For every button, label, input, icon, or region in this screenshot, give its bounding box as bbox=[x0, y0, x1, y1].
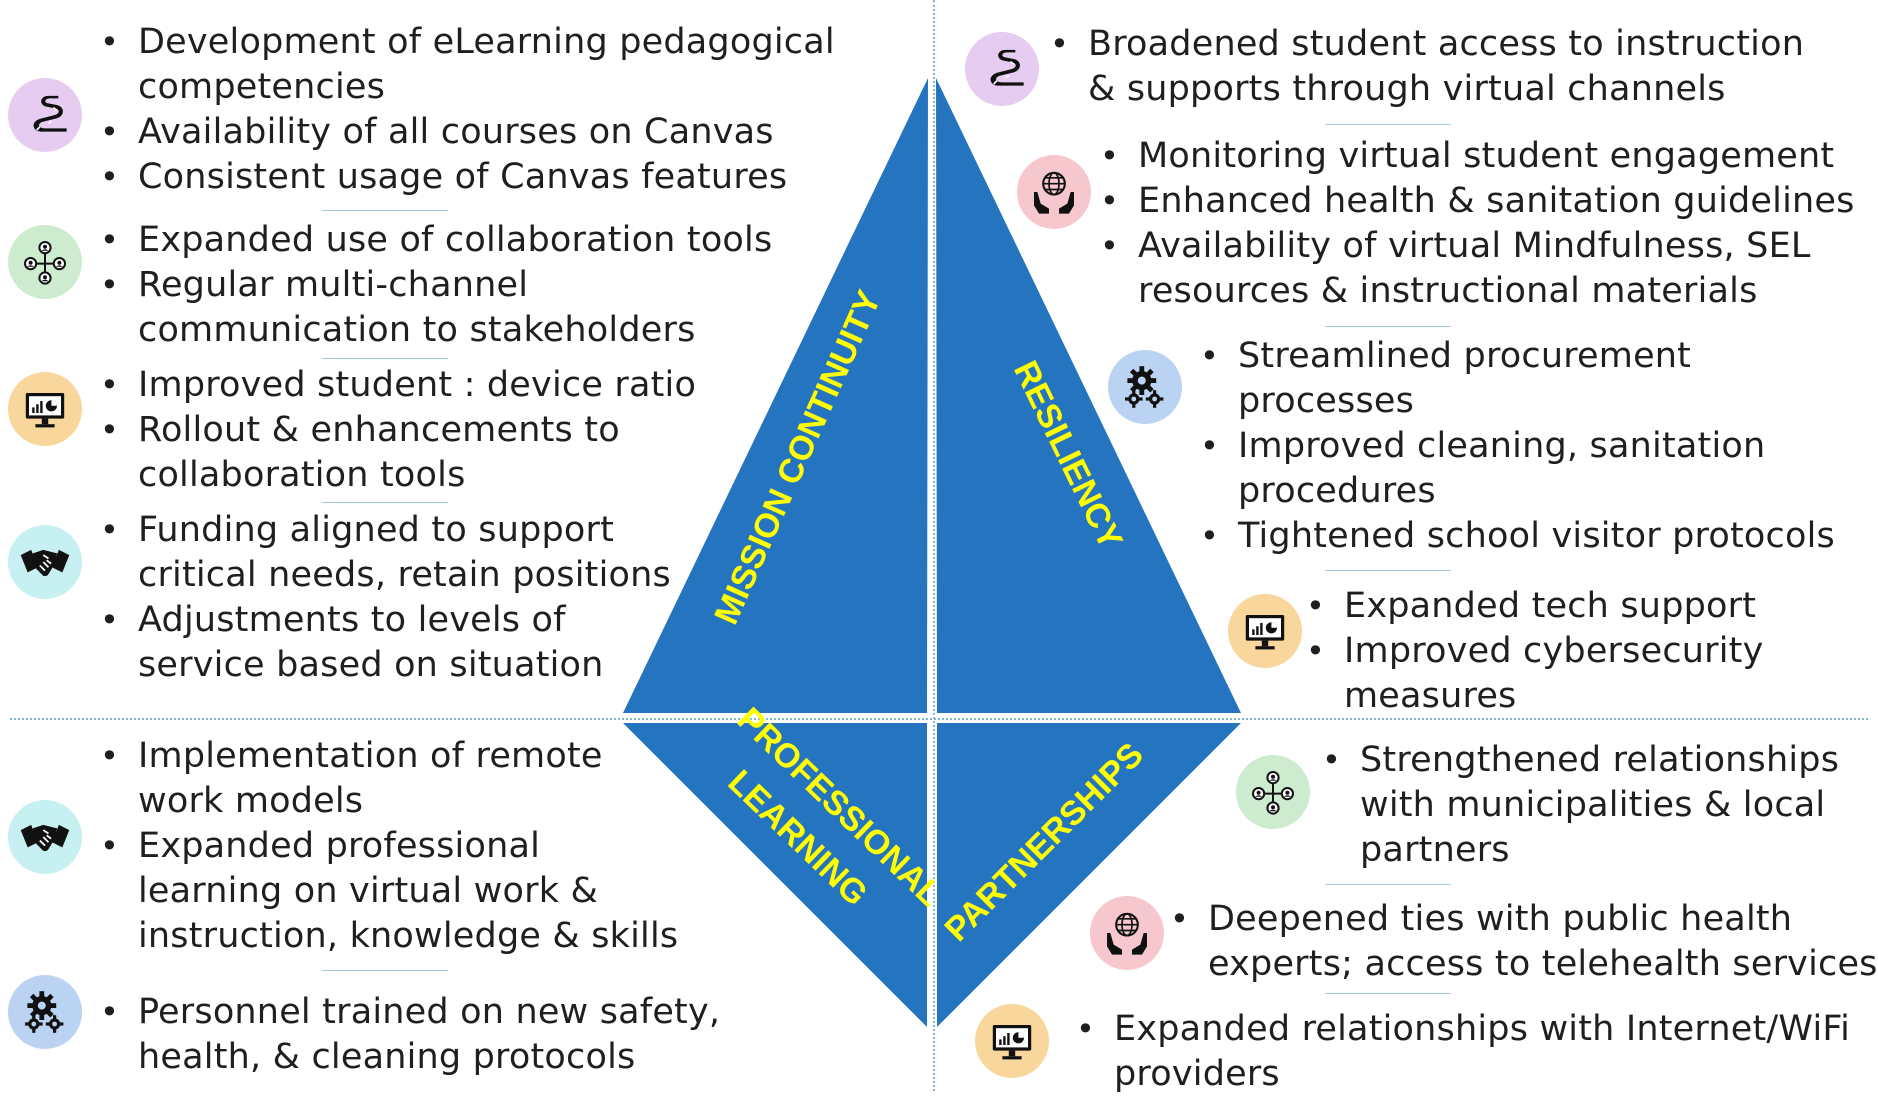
partnerships-group-1: Strengthened relationships with municipa… bbox=[1320, 738, 1870, 873]
mission-group-2: Expanded use of collaboration tools Regu… bbox=[98, 218, 898, 353]
resiliency-group-3: Streamlined procurement processes Improv… bbox=[1198, 334, 1878, 559]
bullet-item-continued: procedures bbox=[1238, 471, 1436, 511]
gears-icon bbox=[8, 975, 82, 1049]
separator bbox=[322, 970, 448, 971]
professional-group-2: Personnel trained on new safety, health,… bbox=[98, 990, 898, 1080]
partnerships-triangle bbox=[937, 723, 1241, 1027]
bullet-item: Enhanced health & sanitation guidelines bbox=[1098, 179, 1878, 224]
bullet-item-continued: health, & cleaning protocols bbox=[138, 1037, 636, 1077]
bullet-item: Availability of all courses on Canvas bbox=[98, 110, 898, 155]
separator bbox=[1325, 124, 1451, 125]
bullet-item-continued: work models bbox=[138, 781, 364, 821]
globe-hands-icon bbox=[1017, 155, 1091, 229]
bullet-item-continued: resources & instructional materials bbox=[1138, 271, 1758, 311]
professional-group-1: Implementation of remote work models Exp… bbox=[98, 734, 898, 959]
resiliency-triangle bbox=[936, 78, 1241, 713]
bullet-item-continued: experts; access to telehealth services bbox=[1208, 944, 1878, 984]
monitor-chart-icon bbox=[8, 372, 82, 446]
separator bbox=[322, 210, 448, 211]
bullet-item: Broadened student access to instruction bbox=[1048, 22, 1868, 67]
bullet-item-continued: competencies bbox=[138, 67, 386, 107]
professional-learning-triangle bbox=[623, 723, 927, 1027]
separator bbox=[322, 358, 448, 359]
road-icon bbox=[965, 32, 1039, 106]
separator bbox=[1325, 570, 1451, 571]
separator bbox=[1325, 326, 1451, 327]
resiliency-group-4: Expanded tech support Improved cybersecu… bbox=[1304, 584, 1874, 719]
bullet-item: Adjustments to levels of bbox=[98, 598, 898, 643]
bullet-item: Streamlined procurement bbox=[1198, 334, 1878, 379]
network-icon bbox=[8, 225, 82, 299]
bullet-item-continued: instruction, knowledge & skills bbox=[138, 916, 679, 956]
bullet-item: Funding aligned to support bbox=[98, 508, 898, 553]
bullet-item: Expanded relationships with Internet/WiF… bbox=[1074, 1007, 1874, 1052]
bullet-item: Tightened school visitor protocols bbox=[1198, 514, 1878, 559]
bullet-item-continued: & supports through virtual channels bbox=[1088, 69, 1726, 109]
bullet-item-continued: processes bbox=[1238, 381, 1415, 421]
bullet-item: Personnel trained on new safety, bbox=[98, 990, 898, 1035]
handshake-icon bbox=[8, 525, 82, 599]
bullet-item: Development of eLearning pedagogical bbox=[98, 20, 898, 65]
bullet-item: Improved cybersecurity bbox=[1304, 629, 1874, 674]
separator bbox=[1325, 884, 1451, 885]
vertical-divider bbox=[933, 0, 935, 1091]
bullet-item: Improved student : device ratio bbox=[98, 363, 898, 408]
partnerships-group-3: Expanded relationships with Internet/WiF… bbox=[1074, 1007, 1874, 1097]
bullet-item: Regular multi-channel bbox=[98, 263, 898, 308]
bullet-item: Implementation of remote bbox=[98, 734, 898, 779]
bullet-item-continued: communication to stakeholders bbox=[138, 310, 696, 350]
handshake-icon bbox=[8, 800, 82, 874]
bullet-item: Monitoring virtual student engagement bbox=[1098, 134, 1878, 179]
bullet-item: Availability of virtual Mindfulness, SEL bbox=[1098, 224, 1878, 269]
resiliency-group-1: Broadened student access to instruction … bbox=[1048, 22, 1868, 112]
bullet-item: Consistent usage of Canvas features bbox=[98, 155, 898, 200]
bullet-item: Improved cleaning, sanitation bbox=[1198, 424, 1878, 469]
monitor-chart-icon bbox=[1228, 594, 1302, 668]
partnerships-group-2: Deepened ties with public health experts… bbox=[1168, 897, 1878, 987]
bullet-item: Expanded professional bbox=[98, 824, 898, 869]
separator bbox=[322, 502, 448, 503]
bullet-item: Expanded tech support bbox=[1304, 584, 1874, 629]
gears-icon bbox=[1108, 350, 1182, 424]
bullet-item-continued: learning on virtual work & bbox=[138, 871, 598, 911]
bullet-item-continued: collaboration tools bbox=[138, 455, 466, 495]
horizontal-divider bbox=[10, 718, 1868, 720]
bullet-item: Strengthened relationships bbox=[1320, 738, 1870, 783]
bullet-item-continued: providers bbox=[1114, 1054, 1280, 1094]
bullet-item: Rollout & enhancements to bbox=[98, 408, 898, 453]
road-icon bbox=[8, 78, 82, 152]
monitor-chart-icon bbox=[975, 1004, 1049, 1078]
bullet-item-continued: critical needs, retain positions bbox=[138, 555, 671, 595]
bullet-item: Deepened ties with public health bbox=[1168, 897, 1878, 942]
bullet-item: Expanded use of collaboration tools bbox=[98, 218, 898, 263]
mission-group-4: Funding aligned to support critical need… bbox=[98, 508, 898, 688]
bullet-item-continued: partners bbox=[1360, 830, 1510, 870]
network-icon bbox=[1236, 755, 1310, 829]
mission-group-1: Development of eLearning pedagogical com… bbox=[98, 20, 898, 200]
bullet-item-continued: service based on situation bbox=[138, 645, 604, 685]
bullet-item-continued: with municipalities & local bbox=[1360, 785, 1826, 825]
bullet-item-continued: measures bbox=[1344, 676, 1517, 716]
separator bbox=[1325, 993, 1451, 994]
mission-group-3: Improved student : device ratio Rollout … bbox=[98, 363, 898, 498]
globe-hands-icon bbox=[1090, 896, 1164, 970]
resiliency-group-2: Monitoring virtual student engagement En… bbox=[1098, 134, 1878, 314]
